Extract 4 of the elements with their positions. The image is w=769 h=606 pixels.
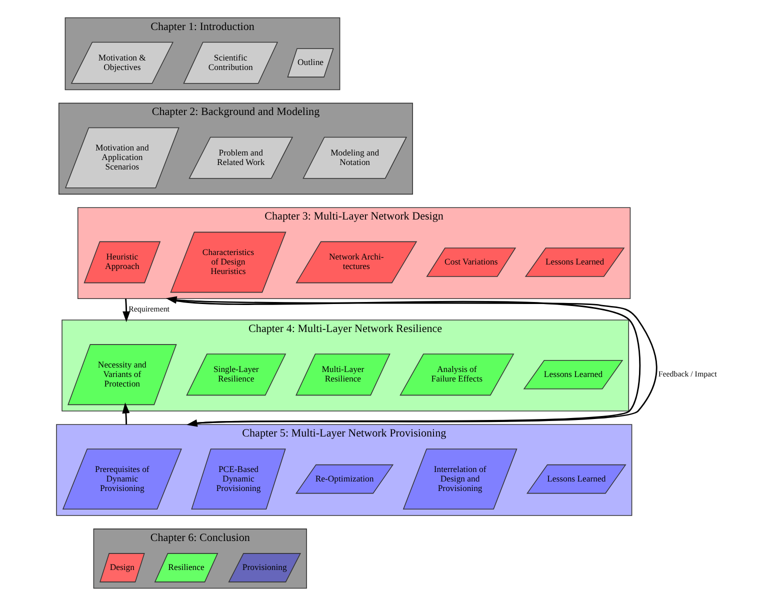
arrow xyxy=(122,402,130,424)
arrow xyxy=(122,298,130,322)
edge-label: Requirement xyxy=(128,304,170,314)
edge-label: Feedback / Impact xyxy=(658,370,717,379)
